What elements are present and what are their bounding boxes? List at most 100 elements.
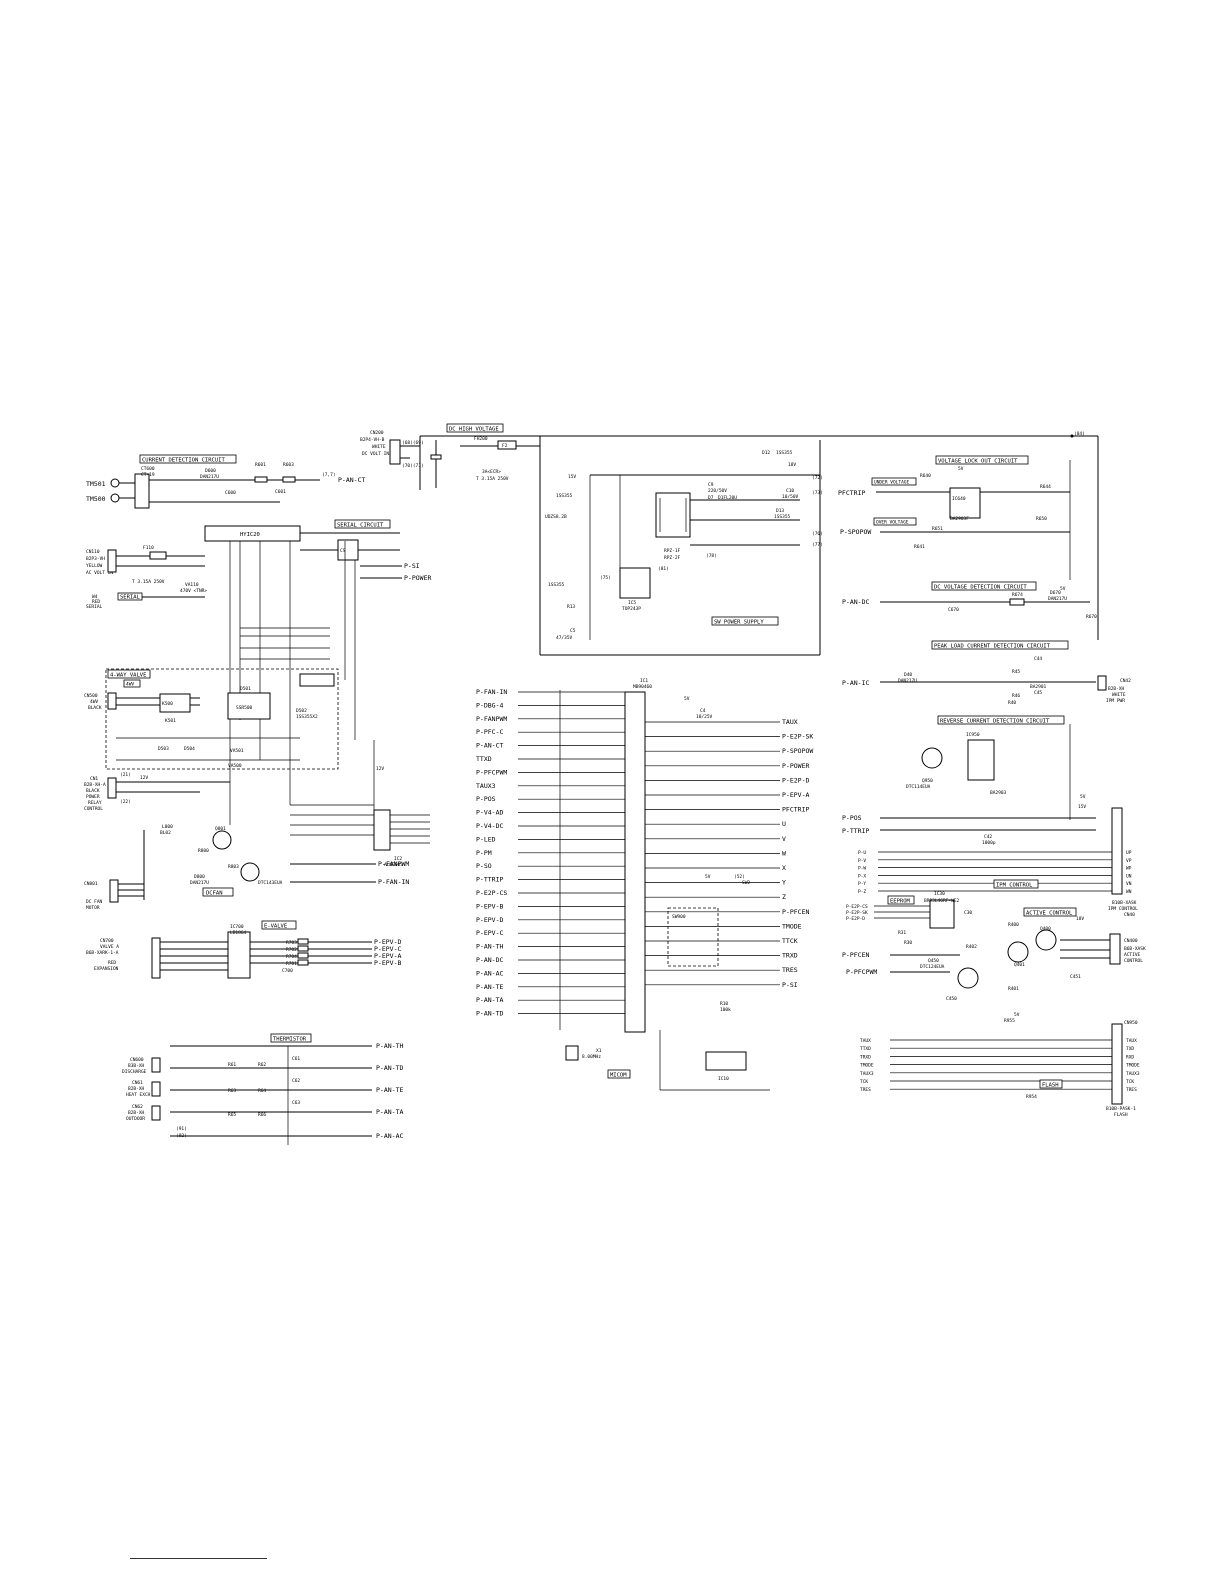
rail-18v-active: 18V bbox=[1076, 916, 1084, 922]
q801-label: Q801 bbox=[215, 826, 226, 832]
micom-left-pin-label: P-AN-TA bbox=[476, 996, 503, 1004]
cn1-part: B2B-XH-A bbox=[84, 782, 106, 788]
tm501-label: TM501 bbox=[86, 480, 106, 488]
c42-part: 1000p bbox=[982, 840, 996, 846]
micom-left-pin-label: P-PFCPWM bbox=[476, 768, 507, 776]
r31-label: R31 bbox=[898, 930, 906, 936]
flash-input-label: TMODE bbox=[860, 1063, 874, 1069]
c700-label: C700 bbox=[282, 968, 293, 974]
cn801-fan: DC FAN bbox=[86, 899, 103, 905]
c5-part: 47/35V bbox=[556, 635, 573, 641]
under-voltage-title: UNDER VOLTAGE bbox=[874, 480, 910, 486]
micom-section: IC1 MB90460 MICOM X1 8.00MHz P-FAN-INP-D… bbox=[476, 678, 813, 1091]
footer-rule bbox=[130, 1558, 267, 1559]
cn1-control: CONTROL bbox=[84, 806, 103, 812]
micom-left-pin-label: P-DBG-4 bbox=[476, 701, 503, 709]
ipm-output-label: WP bbox=[1126, 866, 1132, 872]
e-valve-section: E-VALVE CN700 VALVE A B6B-XARK-1-A RED E… bbox=[86, 920, 401, 979]
ref-84: (84) bbox=[1074, 431, 1085, 437]
flash-input-label: TCK bbox=[860, 1079, 868, 1085]
d7-label: D7 bbox=[708, 495, 714, 501]
q450-part: DTC124EUA bbox=[920, 964, 945, 970]
ipm-input-label: P-Y bbox=[858, 881, 866, 887]
eeprom-section: EEPROM IC30 BR93L46RF-WE2 P-E2P-CS P-E2P… bbox=[846, 891, 972, 946]
flash-output-label: RXD bbox=[1126, 1054, 1134, 1060]
active-control-title: ACTIVE CONTROL bbox=[1026, 911, 1073, 917]
cn400-active: ACTIVE bbox=[1124, 952, 1141, 958]
c10-part: 10/50V bbox=[782, 494, 799, 500]
cn42-label: IPM PWR bbox=[1106, 698, 1125, 704]
current-detection-title: CURRENT DETECTION CIRCUIT bbox=[142, 458, 225, 464]
r601-label: R601 bbox=[255, 462, 266, 468]
x1-part: 8.00MHz bbox=[582, 1054, 601, 1060]
ic1-body bbox=[624, 691, 646, 1033]
cn950-label: FLASH bbox=[1114, 1112, 1128, 1118]
ref-78: (78) bbox=[706, 553, 717, 559]
micom-right-pin-label: PFCTRIP bbox=[782, 806, 809, 814]
connector-cn110: CN110 B2P3-VH YELLOW AC VOLT IN F110 T 3… bbox=[86, 545, 207, 610]
signal-p-an-ac: P-AN-AC bbox=[376, 1132, 403, 1140]
d504-label: D504 bbox=[184, 746, 195, 752]
cn200-name: CN200 bbox=[370, 430, 384, 436]
d13-label: D13 bbox=[776, 508, 784, 514]
rail-15v-rc: 15V bbox=[1078, 804, 1086, 810]
k500-label: K500 bbox=[162, 701, 173, 707]
micom-left-pin-label: P-PFC-C bbox=[476, 728, 503, 736]
r954-label: R954 bbox=[1026, 1094, 1037, 1100]
d501-label: D501 bbox=[240, 686, 251, 692]
c42-label: C42 bbox=[984, 834, 992, 840]
flash-input-label: TRXD bbox=[860, 1054, 871, 1060]
ic-ssr-label: CS bbox=[340, 548, 346, 554]
micom-right-pin-label: W bbox=[782, 849, 786, 857]
ipm-control-title: IPM CONTROL bbox=[996, 883, 1033, 889]
e-valve-title: E-VALVE bbox=[264, 924, 287, 930]
r955-label: R955 bbox=[1004, 1018, 1015, 1024]
r803-label: R803 bbox=[228, 864, 239, 870]
r62-label: R62 bbox=[258, 1062, 266, 1068]
ref-52: (52) bbox=[734, 874, 745, 880]
micom-left-pin-label: P-V4-AD bbox=[476, 809, 503, 817]
rail-5v-flash: 5V bbox=[1014, 1012, 1020, 1018]
ipm-input-label: P-W bbox=[858, 866, 866, 872]
d800-part: DAN217U bbox=[190, 880, 209, 886]
reverse-current-section: REVERSE CURRENT DETECTION CIRCUIT Q950 D… bbox=[842, 715, 1096, 846]
r66-label: R66 bbox=[258, 1112, 266, 1118]
c30-label: C30 bbox=[964, 910, 972, 916]
va110-label: VA110 bbox=[185, 582, 199, 588]
ipm-output-label: VN bbox=[1126, 881, 1132, 887]
cn40-part: B10B-XASK bbox=[1112, 900, 1137, 906]
ct600-part: CT-19 bbox=[141, 472, 155, 478]
peak-load-title: PEAK LOAD CURRENT DETECTION CIRCUIT bbox=[934, 644, 1051, 650]
micom-left-pin-label: P-AN-TD bbox=[476, 1010, 503, 1018]
q450-label: Q450 bbox=[928, 958, 939, 964]
cn110-part: B2P3-VH bbox=[86, 556, 105, 562]
cn400-control: CONTROL bbox=[1124, 958, 1143, 964]
ic2-label: IC2 bbox=[394, 856, 402, 862]
ic30-part: BR93L46RF-WE2 bbox=[924, 898, 960, 904]
micom-right-pin-label: P-POWER bbox=[782, 762, 809, 770]
fuse-f2-value: T 3.15A 250V bbox=[476, 476, 509, 482]
voltage-lock-out-title: VOLTAGE LOCK OUT CIRCUIT bbox=[938, 459, 1018, 465]
flash-output-label: TAUX3 bbox=[1126, 1071, 1140, 1077]
c9-label: C9 bbox=[708, 482, 714, 488]
serial-section: HYIC20 SERIAL CIRCUIT CS P-SI P-POWER bbox=[204, 519, 431, 582]
dc-voltage-detection-section: DC VOLTAGE DETECTION CIRCUIT P-AN-DC R67… bbox=[842, 581, 1097, 620]
e2p-sk: P-E2P-SK bbox=[846, 910, 868, 916]
micom-right-pin-label: U bbox=[782, 820, 786, 828]
micom-left-pin-label: P-FAN-IN bbox=[476, 688, 507, 696]
r45-label: R45 bbox=[1012, 669, 1020, 675]
micom-right-pin-label: P-SI bbox=[782, 981, 798, 989]
sw-power-supply-section: SW POWER SUPPLY IC5 TOP243P D12 1SS355 D… bbox=[540, 440, 823, 656]
flash-input-label: TTXD bbox=[860, 1046, 871, 1052]
r64-label: R64 bbox=[258, 1088, 266, 1094]
micom-right-pin-labels: TAUXP-E2P-SKP-SPOPOWP-POWERP-E2P-DP-EPV-… bbox=[645, 718, 813, 989]
d13-part: 1SS355 bbox=[774, 514, 791, 520]
cn500-part: 4WV bbox=[90, 699, 98, 705]
micom-right-pin-label: TRES bbox=[782, 966, 798, 974]
cn110-color: YELLOW bbox=[86, 563, 103, 569]
l800-label: L800 bbox=[162, 824, 173, 830]
cn62-part: B2B-XH bbox=[128, 1110, 145, 1116]
ref-75: (75) bbox=[600, 575, 611, 581]
rpz1-label: RPZ-1F bbox=[664, 548, 681, 554]
